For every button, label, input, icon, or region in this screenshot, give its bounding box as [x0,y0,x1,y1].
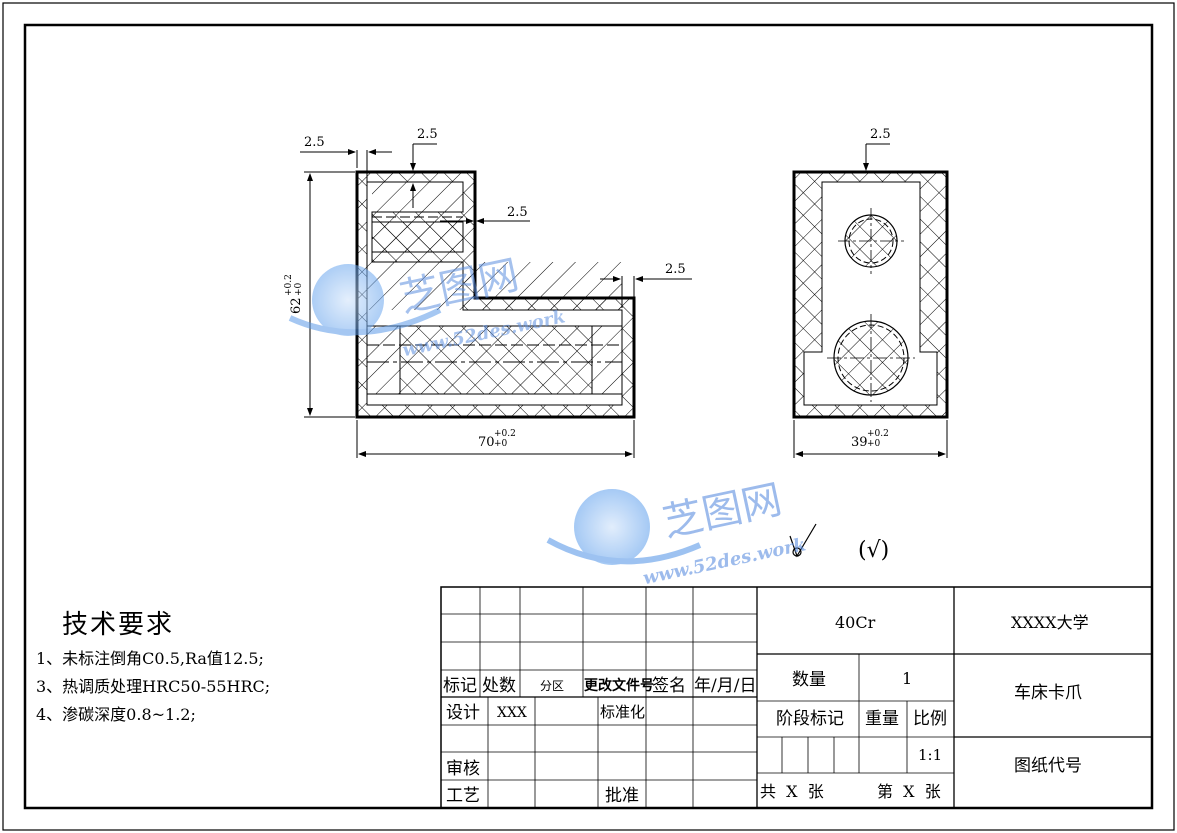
dim-width-value: 70 [478,435,495,450]
part-name: 车床卡爪 [1014,683,1082,703]
review-label: 审核 [446,759,480,779]
front-dim-labels: 2.5 2.5 2.5 2.5 62 +0.2 +0 70 +0.2 +0 [284,127,686,450]
material: 40Cr [835,613,876,632]
weight-label: 重量 [865,709,899,729]
sheet-index: 第 X 张 [877,782,941,801]
hdr-mark: 标记 [443,676,477,696]
dim-side-width-tol-lower: +0 [867,439,881,449]
dim-width-tol-lower: +0 [494,439,508,449]
scale-value: 1:1 [918,746,942,764]
process-label: 工艺 [446,786,480,806]
side-view [792,170,949,419]
designer-name: XXX [497,705,527,721]
stage-label: 阶段标记 [776,709,844,729]
hdr-zone: 分区 [540,679,564,693]
dim-height-value: 62 [289,297,304,314]
title-block [440,586,1153,809]
approve-label: 批准 [605,786,639,806]
dim-width-tol-upper: +0.2 [494,429,516,439]
tech-requirements: 技术要求 1、未标注倒角C0.5,Ra值12.5; 3、热调质处理HRC50-5… [36,604,270,725]
dim-step-right: 2.5 [665,262,686,277]
hdr-count: 处数 [482,676,516,696]
tech-requirements-title: 技术要求 [62,610,175,640]
scale-label: 比例 [913,709,947,729]
dim-step-inner: 2.5 [507,205,528,220]
hdr-sign: 签名 [652,676,686,696]
front-view [355,170,636,419]
hdr-change-doc: 更改文件号 [584,677,654,694]
dim-height-tol-lower: +0 [294,282,304,296]
dim-side-width-value: 39 [851,435,868,450]
standard-label: 标准化 [600,703,645,721]
side-dim-labels: 2.5 39 +0.2 +0 [851,127,891,450]
hdr-date: 年/月/日 [694,676,756,696]
design-label: 设计 [446,703,480,723]
dim-side-top: 2.5 [870,127,891,142]
dim-chamfer-top: 2.5 [417,127,438,142]
surface-finish-other: (√) [858,538,889,563]
tech-requirement-item: 1、未标注倒角C0.5,Ra值12.5; [36,649,264,668]
front-single-hatch [372,182,463,212]
dim-height-tol-upper: +0.2 [284,274,294,296]
title-block-text: 标记 处数 分区 更改文件号 签名 年/月/日 设计 XXX 标准化 审核 工艺… [443,613,1089,806]
drawing-code: 图纸代号 [1014,756,1082,776]
watermark-brand-center: 芝图网 [659,477,786,547]
watermark-center: 芝图网 www.52des.work [546,477,808,589]
dim-side-width-tol-upper: +0.2 [867,429,889,439]
watermark-url-center: www.52des.work [641,534,808,589]
dim-chamfer-left: 2.5 [304,135,325,150]
sheets-total: 共 X 张 [760,782,824,801]
side-dimensions [793,143,948,458]
school-name: XXXX大学 [1011,613,1089,632]
tech-requirement-item: 3、热调质处理HRC50-55HRC; [36,677,271,696]
surface-finish-symbol [789,523,817,558]
tech-requirement-item: 4、渗碳深度0.8~1.2; [36,705,196,724]
quantity-value: 1 [902,669,912,688]
quantity-label: 数量 [792,670,826,690]
front-dimensions [300,143,692,458]
